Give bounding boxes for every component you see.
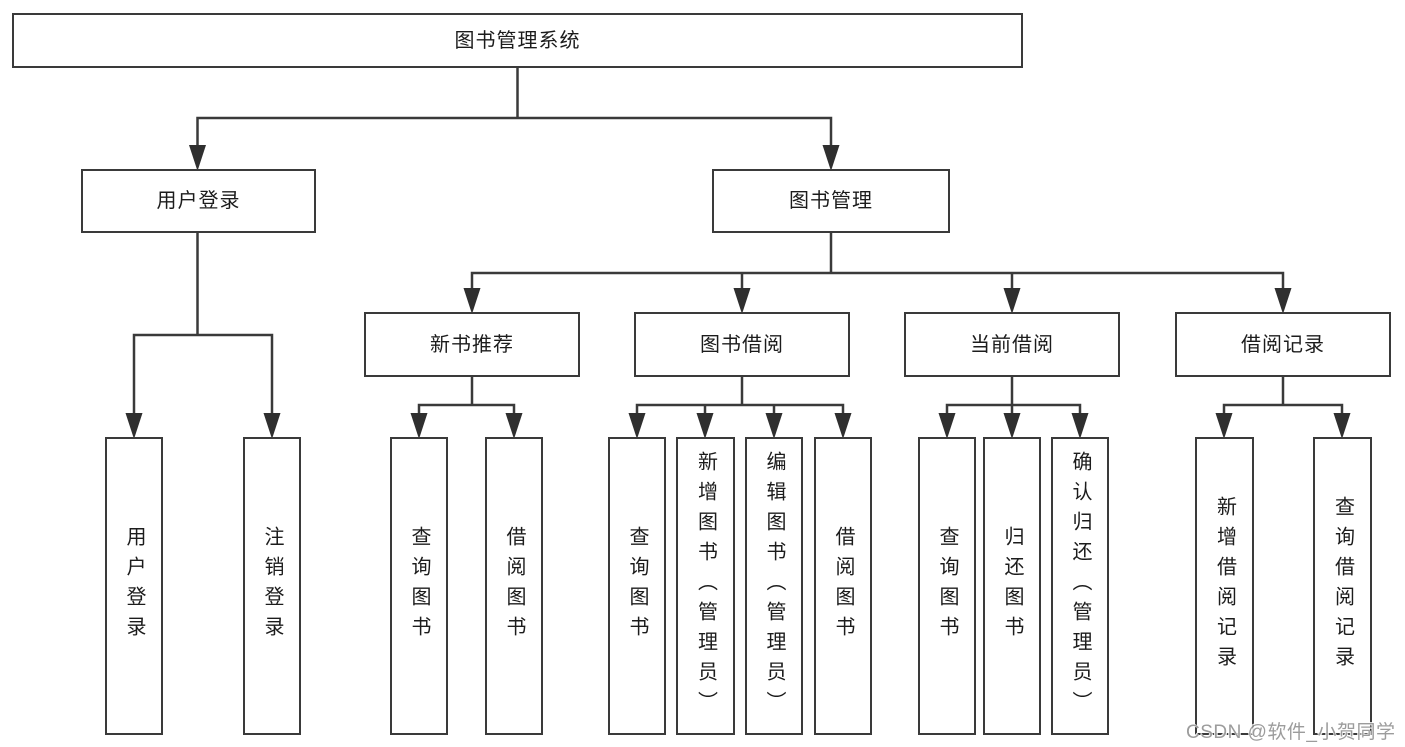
- leaf-edit-book-admin-label: 编辑图书（管理员）: [763, 451, 785, 721]
- arrowhead-icon: [1333, 413, 1351, 439]
- leaf-add-borrow-record-label: 新增借阅记录: [1213, 496, 1236, 676]
- arrowhead-icon: [505, 413, 523, 439]
- leaf-confirm-return-admin: 确认归还（管理员）: [1051, 437, 1109, 735]
- leaf-bb-borrow-book-label: 借阅图书: [832, 526, 854, 646]
- node-user-login-label: 用户登录: [156, 190, 241, 212]
- node-user-login: 用户登录: [81, 169, 316, 233]
- leaf-logout-login: 注销登录: [243, 437, 301, 735]
- leaf-logout-login-label: 注销登录: [261, 526, 283, 646]
- arrowhead-icon: [1274, 288, 1292, 314]
- leaf-add-book-admin-label: 新增图书（管理员）: [694, 451, 717, 721]
- node-book-management: 图书管理: [712, 169, 950, 233]
- node-borrow-records-label: 借阅记录: [1241, 333, 1325, 356]
- connector-path: [132, 68, 1344, 419]
- leaf-cb-query-book: 查询图书: [918, 437, 976, 735]
- leaf-return-book-label: 归还图书: [1001, 526, 1023, 646]
- arrowhead-icon: [410, 413, 428, 439]
- arrowhead-icon: [733, 288, 751, 314]
- node-borrow-records: 借阅记录: [1175, 312, 1391, 377]
- leaf-rec-query-book: 查询图书: [390, 437, 448, 735]
- leaf-rec-query-book-label: 查询图书: [408, 526, 430, 646]
- leaf-edit-book-admin: 编辑图书（管理员）: [745, 437, 803, 735]
- watermark: CSDN @软件_小贺同学: [1186, 722, 1396, 743]
- leaf-rec-borrow-book: 借阅图书: [485, 437, 543, 735]
- node-root-label: 图书管理系统: [454, 29, 581, 52]
- node-book-management-label: 图书管理: [789, 190, 873, 212]
- leaf-return-book: 归还图书: [983, 437, 1041, 735]
- arrowhead-icon: [938, 413, 956, 439]
- arrowhead-icon: [463, 288, 481, 314]
- arrowhead-icon: [263, 413, 281, 439]
- arrowhead-icon: [834, 413, 852, 439]
- node-current-borrow: 当前借阅: [904, 312, 1120, 377]
- leaf-bb-borrow-book: 借阅图书: [814, 437, 872, 735]
- node-book-borrow-label: 图书借阅: [700, 333, 784, 356]
- arrowhead-icon: [822, 145, 840, 171]
- node-root: 图书管理系统: [12, 13, 1023, 68]
- leaf-cb-query-book-label: 查询图书: [936, 526, 958, 646]
- leaf-add-borrow-record: 新增借阅记录: [1195, 437, 1254, 735]
- arrowhead-icon: [1215, 413, 1233, 439]
- arrowhead-icon: [125, 413, 143, 439]
- leaf-confirm-return-admin-label: 确认归还（管理员）: [1069, 451, 1091, 721]
- node-new-book-recommend-label: 新书推荐: [430, 333, 514, 356]
- arrowhead-icon: [189, 145, 206, 171]
- arrowheads: [125, 145, 1351, 439]
- arrowhead-icon: [1071, 413, 1089, 439]
- leaf-query-borrow-record: 查询借阅记录: [1313, 437, 1372, 735]
- leaf-bb-query-book-label: 查询图书: [626, 526, 648, 646]
- leaf-add-book-admin: 新增图书（管理员）: [676, 437, 735, 735]
- arrowhead-icon: [696, 413, 714, 439]
- node-current-borrow-label: 当前借阅: [970, 333, 1054, 356]
- leaf-user-login: 用户登录: [105, 437, 163, 735]
- leaf-rec-borrow-book-label: 借阅图书: [503, 526, 525, 646]
- arrowhead-icon: [765, 413, 783, 439]
- node-new-book-recommend: 新书推荐: [364, 312, 580, 377]
- leaf-query-borrow-record-label: 查询借阅记录: [1331, 496, 1354, 676]
- leaf-bb-query-book: 查询图书: [608, 437, 666, 735]
- arrowhead-icon: [1003, 413, 1021, 439]
- arrowhead-icon: [1003, 288, 1021, 314]
- leaf-user-login-label: 用户登录: [123, 526, 145, 646]
- node-book-borrow: 图书借阅: [634, 312, 850, 377]
- arrowhead-icon: [628, 413, 646, 439]
